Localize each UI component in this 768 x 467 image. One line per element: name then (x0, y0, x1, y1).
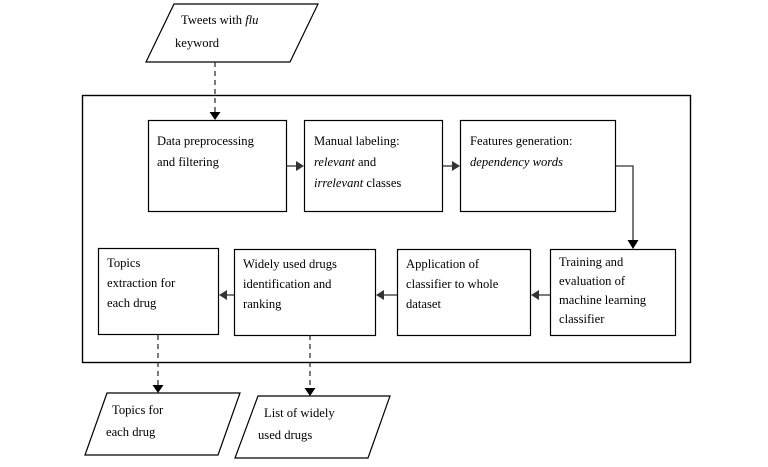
data-preprocessing-line-2: and filtering (157, 155, 220, 169)
drugs-identification-line-1: Widely used drugs (243, 257, 337, 271)
topics-extraction-node[interactable] (97, 247, 220, 336)
arrowhead-features-to-training (627, 240, 639, 249)
arrowhead-topics-to-topics-output (152, 385, 164, 393)
topics-output-node[interactable] (84, 392, 241, 456)
arrowhead-preprocessing-to-labeling (296, 161, 304, 171)
classifier-application-node[interactable] (396, 248, 532, 337)
drugs-identification-line-3: ranking (243, 297, 282, 311)
topics-output-line-1: Topics for (112, 403, 164, 417)
classifier-application-line-3: dataset (406, 297, 441, 311)
arrowhead-training-to-application (531, 290, 539, 300)
tweets-input-line-2: keyword (175, 36, 220, 50)
system-boundary-container (81, 94, 692, 364)
manual-labeling-line-2: relevant and (314, 155, 377, 169)
topics-extraction-line-3: each drug (107, 296, 157, 310)
arrowhead-application-to-drugs (376, 290, 384, 300)
classifier-application-line-1: Application of (406, 257, 480, 271)
manual-labeling-line-3: irrelevant classes (314, 176, 401, 190)
data-preprocessing-node[interactable] (147, 119, 288, 213)
drugs-identification-line-2: identification and (243, 277, 332, 291)
features-generation-line-2: dependency words (470, 155, 563, 169)
connector-features-to-training (615, 165, 634, 241)
drugs-list-output-line-2: used drugs (258, 428, 312, 442)
drugs-list-output-node[interactable] (234, 395, 391, 459)
training-evaluation-node[interactable] (549, 248, 677, 337)
topics-extraction-line-1: Topics (107, 256, 140, 270)
tweets-input-line-1: Tweets with flu (181, 13, 258, 27)
arrowhead-labeling-to-features (452, 161, 460, 171)
topics-output-line-2: each drug (106, 425, 156, 439)
training-evaluation-line-2: evaluation of (559, 274, 626, 288)
arrowhead-drugs-to-drugs-output (304, 388, 316, 396)
manual-labeling-line-1: Manual labeling: (314, 134, 400, 148)
data-preprocessing-line-1: Data preprocessing (157, 134, 255, 148)
training-evaluation-line-3: machine learning (559, 293, 647, 307)
classifier-application-line-2: classifier to whole (406, 277, 499, 291)
manual-labeling-node[interactable] (303, 119, 444, 213)
topics-extraction-line-2: extraction for (107, 276, 176, 290)
tweets-input-node[interactable] (145, 3, 319, 63)
arrowhead-drugs-to-topics (219, 290, 227, 300)
training-evaluation-line-1: Training and (559, 255, 624, 269)
training-evaluation-line-4: classifier (559, 312, 605, 326)
drugs-identification-node[interactable] (233, 248, 377, 337)
arrowhead-tweets-to-preprocessing (209, 112, 221, 120)
features-generation-line-1: Features generation: (470, 134, 572, 148)
drugs-list-output-line-1: List of widely (264, 406, 335, 420)
